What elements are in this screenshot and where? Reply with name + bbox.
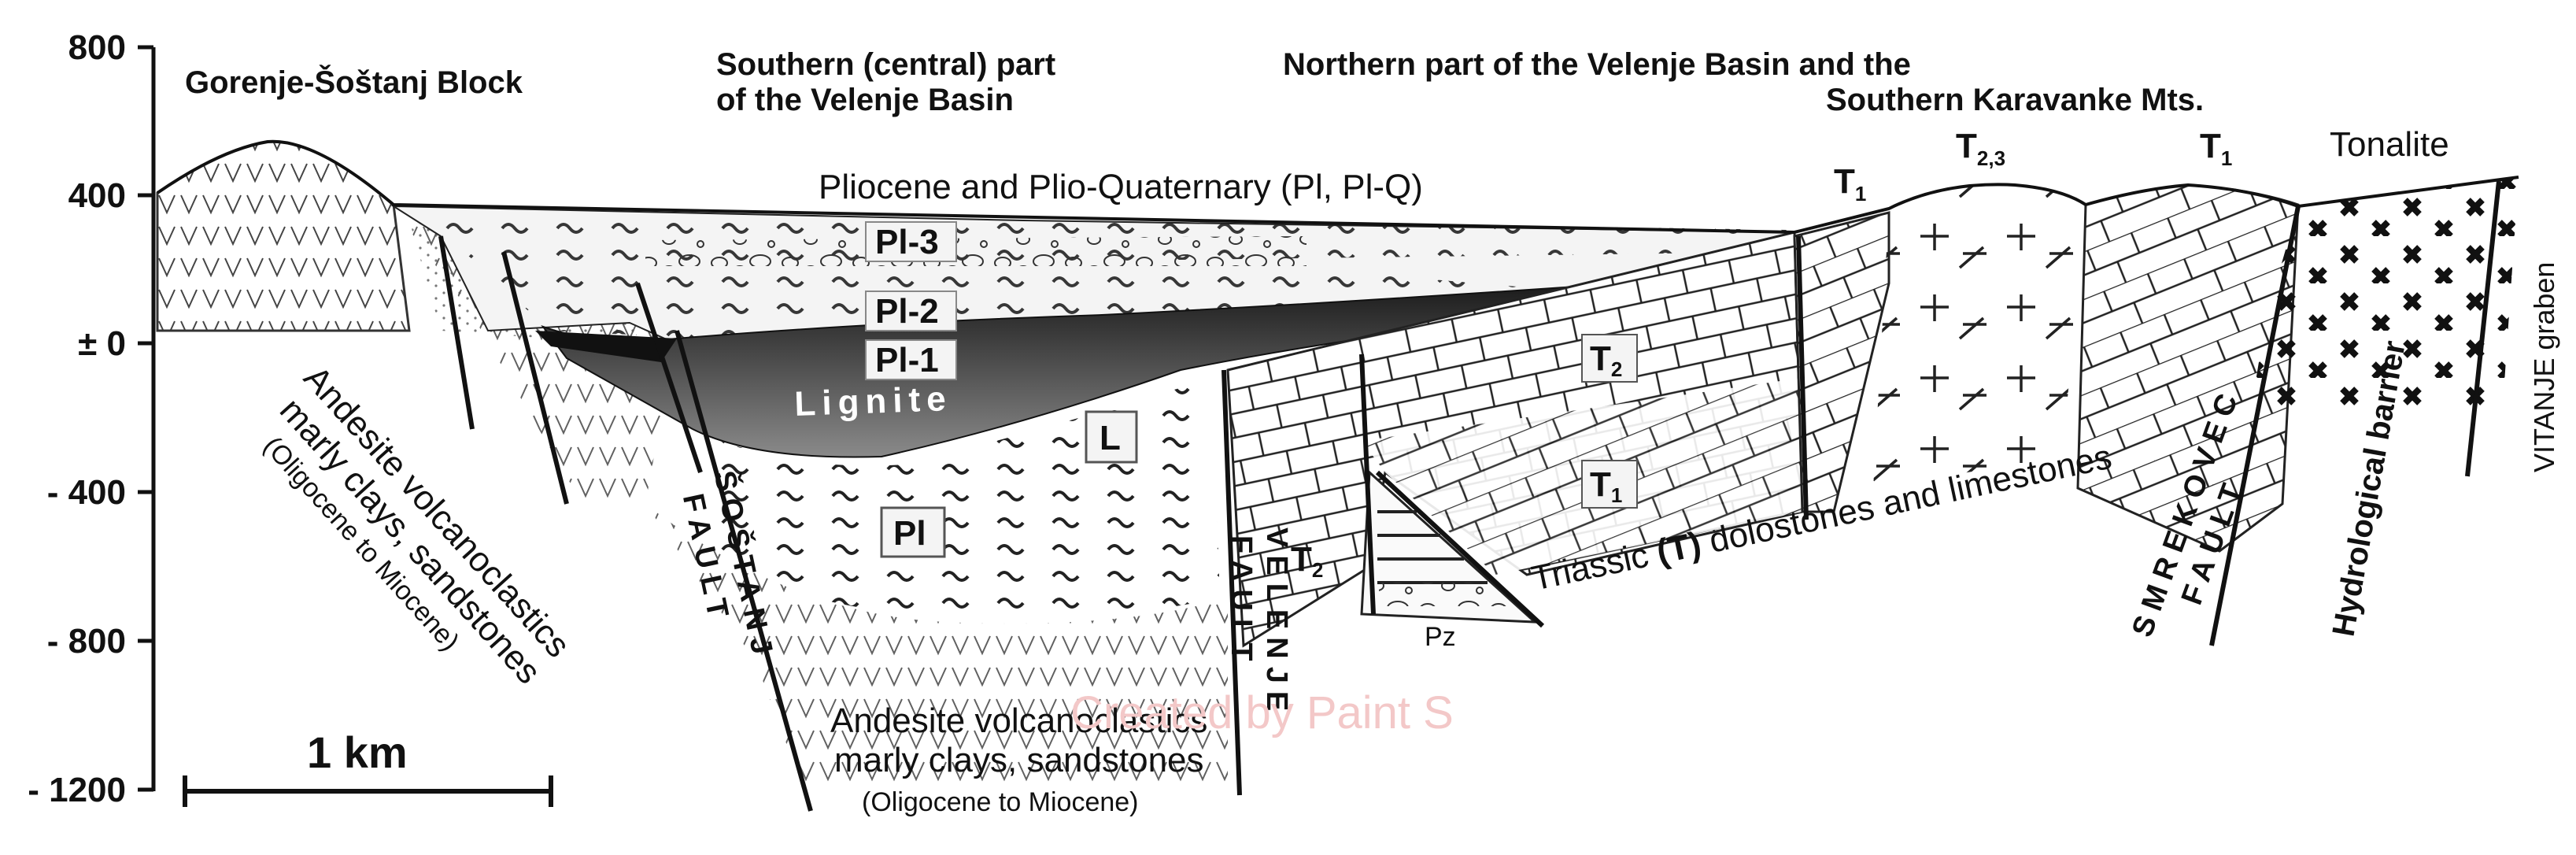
pl3-box (865, 221, 957, 262)
axis-tick-label: 800 (68, 28, 126, 67)
pl3-gravel (645, 236, 1306, 266)
pl1-box (865, 339, 957, 380)
header-southern-line1: Southern (central) part (716, 47, 1055, 82)
tonalite-label: Tonalite (2330, 125, 2449, 164)
pl1-label: Pl-1 (875, 341, 939, 379)
header-southern-line2: of the Velenje Basin (716, 83, 1014, 117)
t1-lower-box (1581, 460, 1638, 509)
t23-limestone (1873, 184, 2086, 488)
velenje-fault-label: VELENJE FAULT (1225, 527, 1293, 719)
andesite-left-line2: marly clays, sandstones (272, 390, 549, 691)
vitanje-fault-line (2465, 180, 2501, 477)
pl3-label: Pl-3 (875, 223, 939, 261)
fault-line (1359, 353, 1376, 615)
L-label: L (1100, 419, 1121, 457)
scale-bar: 1 km (183, 727, 553, 807)
t1-left-label: T1 (1834, 162, 1866, 205)
pz-label: Pz (1425, 622, 1456, 652)
axis-tick-label: ± 0 (78, 324, 126, 363)
andesite-bottom-line2: marly clays, sandstones (834, 741, 1204, 779)
t1-lower-label: T1 (1590, 465, 1622, 507)
andesite-bottom-line3: (Oligocene to Miocene) (862, 787, 1139, 817)
axis-tick-label: 400 (68, 176, 126, 215)
smrekovec-fault-line (2209, 205, 2301, 646)
fault-line (501, 251, 569, 505)
header-northern-line1: Northern part of the Velenje Basin and t… (1283, 47, 1911, 82)
t1-left-wedge (1793, 211, 1890, 513)
watermark: Created by Paint S (1070, 687, 1454, 738)
fault-line (438, 235, 475, 430)
pl-label: Pl (893, 514, 926, 553)
header-northern-line2: Southern Karavanke Mts. (1826, 83, 2204, 117)
tonalite-body (2251, 177, 2519, 409)
lignite-wedge-left (535, 331, 677, 362)
axis-tick-label: - 1200 (28, 771, 126, 809)
t2-main-box (1581, 334, 1638, 383)
depth-axis: 800 400 ± 0 - 400 - 800 - 1200 (28, 28, 156, 809)
pliocene-label: Pliocene and Plio-Quaternary (Pl, Pl-Q) (819, 168, 1423, 206)
header-gorenje-block: Gorenje-Šoštanj Block (185, 64, 523, 100)
t2-main-label: T2 (1590, 339, 1622, 381)
pl2-box (865, 291, 957, 331)
lignite-label: Lignite (794, 379, 953, 424)
ground-surface (156, 139, 2519, 235)
fault-line (1796, 235, 1809, 520)
scale-bar-label: 1 km (307, 727, 408, 777)
pl2-label: Pl-2 (875, 292, 939, 331)
velenje-fault-word: FAULT (1225, 535, 1258, 669)
velenje-fault-name: VELENJE (1260, 527, 1293, 719)
pl-box (880, 506, 946, 558)
fault-line (635, 283, 703, 473)
t1-right-label: T1 (2200, 127, 2232, 170)
andesite-bowl-base (645, 504, 1228, 787)
vitanje-graben-label: VITANJE graben (2528, 262, 2560, 472)
axis-tick-label: - 400 (47, 473, 126, 512)
L-box (1085, 410, 1138, 464)
t23-label: T2,3 (1956, 127, 2005, 170)
andesite-left-text: Andesite volcanoclastics marly clays, sa… (257, 358, 577, 691)
t2-low-label: T2 (1291, 540, 1323, 582)
paleozoic-stripes (1377, 510, 1488, 584)
sostanj-fault-line (674, 330, 813, 812)
fault-line (1375, 470, 1545, 628)
velenje-fault-line (1221, 369, 1242, 796)
axis-tick-label: - 800 (47, 622, 126, 661)
pl2-layer (488, 272, 1574, 339)
andesite-bottom-line1: Andesite volcanoclastics (830, 701, 1207, 740)
paleozoic-pebbles (1379, 583, 1511, 606)
